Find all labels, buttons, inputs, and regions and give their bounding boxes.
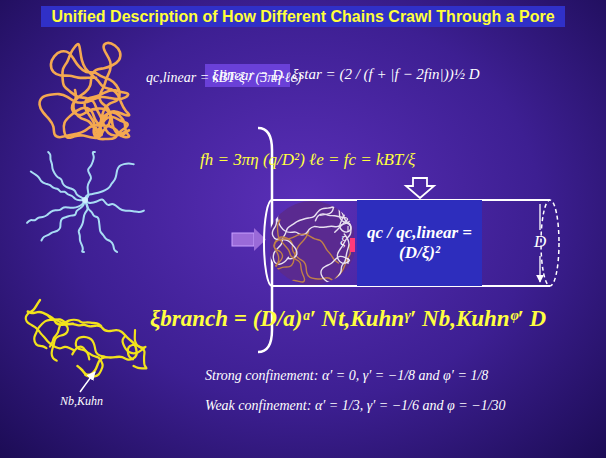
star-arm xyxy=(85,200,117,252)
branch xyxy=(76,337,105,359)
star-core xyxy=(82,197,88,203)
pore-cylinder: qc / qc,linear = (D/ξ)² ξ D xyxy=(262,196,562,290)
leader-line xyxy=(80,372,95,392)
scaling-law: ξbranch = (D/a)ᵅ′ Nt,Kuhnᵞ′ Nb,Kuhnᵠ′ D xyxy=(150,306,546,332)
formula: ξstar = (2 / (f + |f − 2fin|))½ D xyxy=(292,66,480,83)
polymer-chains xyxy=(26,43,147,377)
confined-chain xyxy=(274,220,339,283)
formula: qc,linear = kBT·ξ / (3πη·ℓe) xyxy=(146,70,301,86)
node-text: qc / qc,linear = (D/ξ)² xyxy=(357,215,482,271)
exponent-note: Strong confinement: α′ = 0, γ′ = −1/8 an… xyxy=(205,368,488,384)
ratio-box: qc / qc,linear = (D/ξ)² xyxy=(357,200,482,286)
force-balance: fh = 3πη (q/D²) ℓe = fc = kBT/ξ xyxy=(200,150,415,170)
confined-chain xyxy=(273,204,351,264)
star-arm xyxy=(48,152,85,200)
branch xyxy=(72,347,102,377)
node-text: D xyxy=(534,232,546,252)
star-arm xyxy=(85,163,134,200)
branch xyxy=(34,319,73,348)
force-arrow xyxy=(406,178,434,198)
star-arm xyxy=(27,200,85,223)
linear-chain xyxy=(40,43,130,139)
branch xyxy=(123,330,146,353)
confined-chain xyxy=(321,205,351,283)
node-text: ξ xyxy=(340,233,346,249)
entry-arrow xyxy=(232,233,254,246)
branch xyxy=(128,345,147,369)
title: Unified Description of How Different Cha… xyxy=(0,8,606,26)
star-arm xyxy=(85,199,144,212)
exponent-note: Weak confinement: α′ = 1/3, γ′ = −1/6 an… xyxy=(205,398,506,414)
chain-label: Nb,Kuhn xyxy=(60,394,103,409)
